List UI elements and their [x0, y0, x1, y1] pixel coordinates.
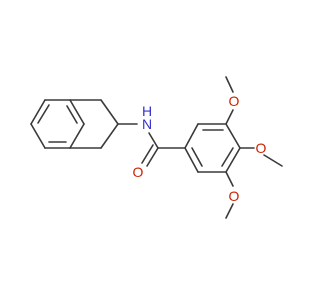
molecule-canvas: H N O O O O	[30, 76, 283, 219]
amide-nitrogen-label: H	[142, 103, 152, 119]
methoxy-top	[225, 76, 234, 125]
carbonyl-oxygen: O	[133, 164, 144, 180]
methoxy-oxygen-bottom: O	[229, 188, 240, 204]
amide-nitrogen: N	[142, 116, 152, 132]
methoxy-oxygen-middle: O	[256, 140, 267, 156]
methoxy-bottom	[225, 171, 234, 219]
amide-hydrogen-label: H	[142, 103, 152, 119]
structure-diagram: H N O O O O	[30, 76, 283, 219]
methoxy-oxygen-top: O	[229, 93, 240, 109]
indane-five-membered-ring	[69, 99, 119, 149]
methoxy-middle	[239, 147, 283, 167]
carbonyl-double-bond	[141, 144, 159, 167]
trimethoxyphenyl-ring	[184, 123, 241, 173]
bond-n-carbonyl	[148, 132, 159, 149]
indane-benzene-ring	[30, 99, 85, 149]
